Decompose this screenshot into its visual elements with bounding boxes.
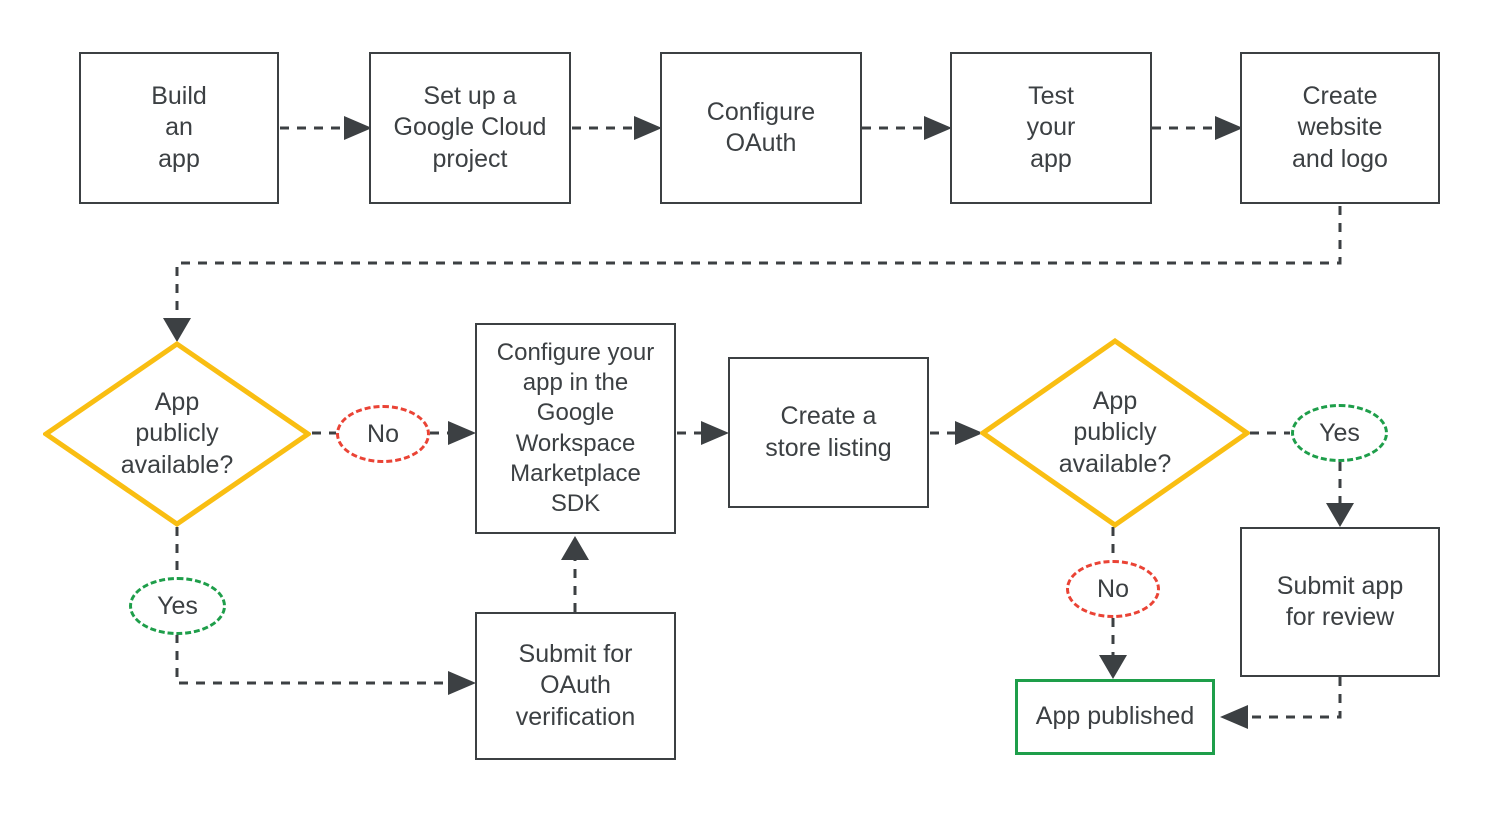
edge-label-decision-2-yes-text: Yes	[1319, 418, 1360, 447]
edge-label-decision-1-yes: Yes	[129, 577, 226, 635]
node-app-published-label: App published	[1035, 702, 1195, 731]
edge-website-to-decision-one	[175, 206, 1342, 318]
node-app-published[interactable]: App published	[1015, 679, 1215, 755]
edge-yes-to-submit-oauth	[175, 634, 448, 685]
edge-label-decision-2-yes: Yes	[1291, 404, 1388, 462]
edge-label-decision-1-no: No	[336, 405, 430, 463]
decision-diamond-shape-2	[980, 338, 1250, 528]
edge-submit-review-to-app-published	[1248, 677, 1342, 719]
edge-label-decision-1-no-text: No	[367, 419, 399, 448]
edge-label-decision-2-no-text: No	[1097, 574, 1129, 603]
edge-label-decision-2-no: No	[1066, 560, 1160, 618]
decision-diamond-shape-1	[43, 341, 311, 527]
edge-label-decision-1-yes-text: Yes	[157, 591, 198, 620]
